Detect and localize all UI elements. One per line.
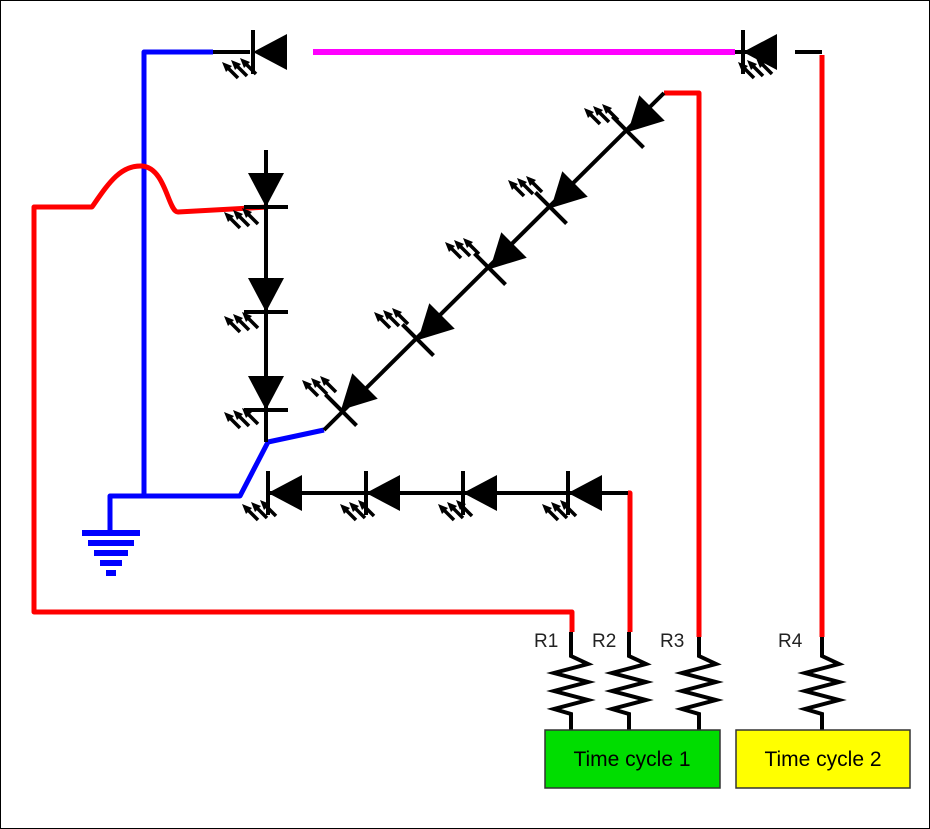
led-vertical-3 — [222, 376, 288, 430]
led-top-right — [736, 30, 777, 80]
resistor-r1 — [546, 632, 596, 730]
resistor-label-r4: R4 — [778, 631, 803, 652]
resistor-r2 — [604, 632, 654, 730]
time-cycle-2-box: Time cycle 2 — [735, 729, 911, 789]
led-horizontal-3 — [436, 471, 497, 522]
resistor-r4 — [797, 637, 847, 730]
black-wires — [213, 50, 822, 495]
led-diagonal-2 — [506, 171, 588, 225]
ground-wire-top — [141, 49, 213, 496]
resistors — [546, 632, 847, 730]
red-wire-r1 — [31, 163, 575, 632]
led-horizontal-2 — [338, 471, 400, 522]
ground-wire-bottom — [107, 427, 325, 530]
resistor-r3 — [674, 637, 724, 730]
led-horizontal-4 — [540, 471, 602, 522]
red-wire-r3 — [664, 90, 702, 637]
red-wires — [31, 55, 825, 637]
time-cycle-1-label: Time cycle 1 — [573, 748, 690, 771]
led-vertical-1 — [222, 173, 288, 230]
resistor-label-r2: R2 — [592, 631, 616, 652]
resistor-label-r3: R3 — [660, 631, 684, 652]
time-cycle-2-label: Time cycle 2 — [764, 748, 881, 771]
time-cycle-1-box: Time cycle 1 — [544, 729, 721, 789]
ground-wires — [107, 49, 325, 530]
ground-symbol — [82, 530, 140, 576]
led-diagonal-4 — [372, 303, 455, 357]
led-horizontal-1 — [240, 471, 302, 522]
red-wire-r2 — [627, 490, 633, 632]
leds — [220, 30, 777, 522]
led-top-left — [220, 30, 287, 80]
led-diagonal-3 — [443, 232, 527, 286]
resistor-label-r1: R1 — [534, 631, 558, 652]
led-diagonal-5 — [300, 373, 378, 427]
led-vertical-2 — [222, 278, 288, 334]
led-diagonal-1 — [582, 95, 665, 149]
